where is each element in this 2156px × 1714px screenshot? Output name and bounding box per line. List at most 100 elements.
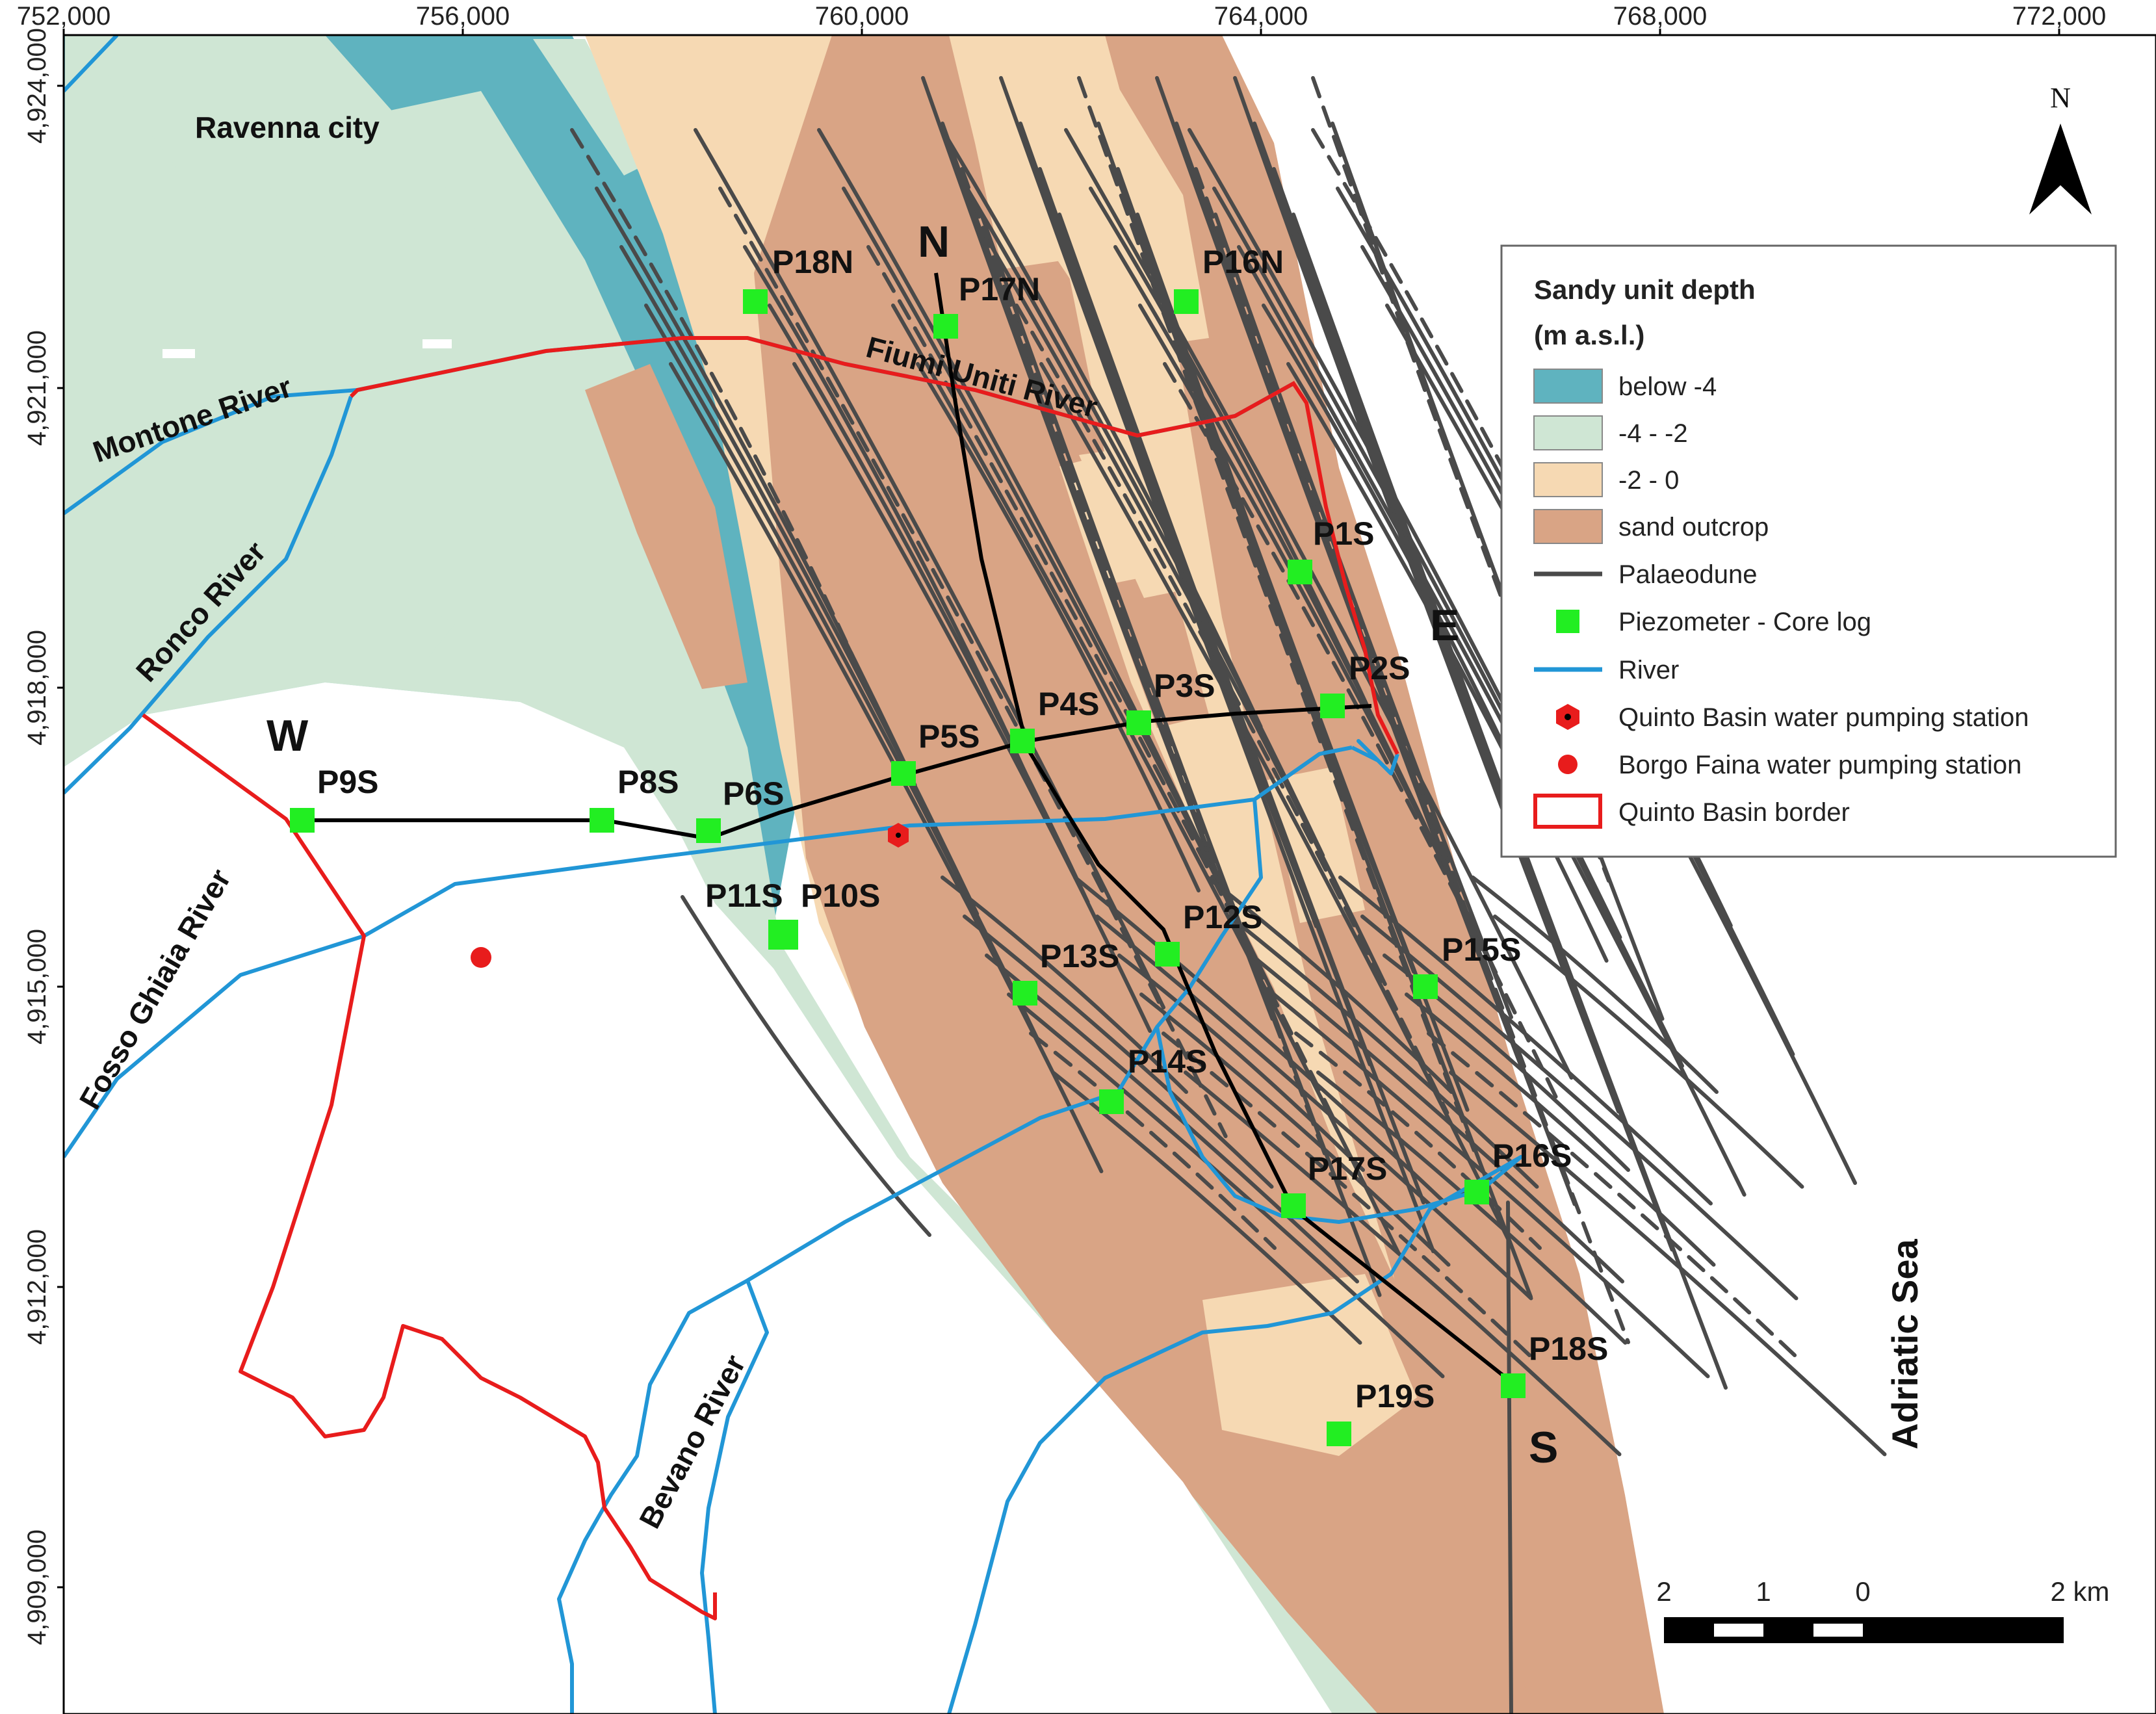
piezometer-label-p18s: P18S <box>1529 1331 1608 1367</box>
palaeodune-line <box>1506 1201 1513 1714</box>
palaeodune-line <box>570 128 855 658</box>
y-tick-2: 4,918,000 <box>23 630 51 746</box>
piezometer-marker-p15s <box>1413 974 1438 999</box>
palaeodune-line <box>1051 1071 1362 1345</box>
piezometer-marker-p5s <box>891 761 916 786</box>
palaeodune-line <box>768 304 1090 904</box>
piezometer-label-p17n: P17N <box>959 271 1040 307</box>
piezometer-label-p5s: P5S <box>918 718 980 755</box>
legend-label-1: -4 - -2 <box>1618 419 1688 448</box>
palaeodune-line <box>1058 213 1425 1204</box>
legend-swatch-below-4 <box>1533 369 1603 404</box>
palaeodune-line <box>718 187 1228 1138</box>
palaeodune-line <box>1212 187 1684 1068</box>
palaeodune-line <box>1095 915 1533 1301</box>
north-arrow-label: N <box>2050 82 2071 114</box>
legend-label-3: sand outcrop <box>1618 513 1769 541</box>
piezometer-label-p16s: P16S <box>1492 1137 1572 1174</box>
x-tick-0: 752,000 <box>17 2 111 31</box>
river-fosso-ghaia <box>64 746 1353 1158</box>
palaeodune-line <box>1089 187 1373 717</box>
section-end-s: S <box>1529 1423 1558 1472</box>
piezometer-label-p15s: P15S <box>1442 931 1521 968</box>
piezometer-marker-p4s <box>1010 729 1035 753</box>
piezometer-label-p19s: P19S <box>1355 1378 1435 1414</box>
palaeodune-line <box>743 245 1028 775</box>
legend-label-7: Quinto Basin water pumping station <box>1618 703 2029 732</box>
palaeodune-line <box>866 245 1338 1126</box>
map-body: P18NP17NP16NP1SP2SP3SP4SP5SP6SP8SP9SP11S… <box>64 35 1925 1714</box>
palaeodune-line <box>694 128 1165 1009</box>
palaeodune-line <box>1073 876 1448 1206</box>
palaeodune-line <box>1338 876 1713 1206</box>
palaeodune-line <box>1427 1032 1801 1362</box>
palaeodune-line <box>980 213 1382 1297</box>
piezometer-marker-p16n <box>1174 289 1199 314</box>
palaeodune-line <box>1139 993 1451 1267</box>
palaeodune-line <box>985 954 1359 1284</box>
adriatic-label: Adriatic Sea <box>1884 1238 1925 1449</box>
legend-label-4: Palaeodune <box>1618 560 1758 589</box>
borgo-faina-pumping-station <box>471 947 491 968</box>
piezometer-marker-p8s <box>590 808 614 833</box>
piezometer-label-p11s: P11S <box>705 877 783 914</box>
piezometer-label-p12s: P12S <box>1183 899 1262 935</box>
river-east-branch <box>1351 739 1399 775</box>
palaeodune-line <box>1162 1032 1536 1362</box>
no-data-zone <box>64 682 1332 1714</box>
piezometer-label-p4s: P4S <box>1038 686 1100 722</box>
white-marks <box>162 339 452 358</box>
piezometer-marker-p2s <box>1320 694 1345 718</box>
y-axis-ticks: 4,924,000 4,921,000 4,918,000 4,915,000 … <box>23 28 64 1645</box>
palaeodune-line <box>595 187 917 787</box>
piezometer-marker-p12s <box>1155 942 1180 967</box>
legend-label-5: Piezometer - Core log <box>1618 608 1871 636</box>
palaeodune-line <box>1228 915 1539 1189</box>
palaeodune-line <box>1331 122 1665 1021</box>
river-montone <box>64 35 119 93</box>
legend-box <box>1500 244 2117 858</box>
river-fosso-branch <box>557 799 1263 1714</box>
legend-label-9: Quinto Basin border <box>1618 798 1850 827</box>
piezometer-label-p18n: P18N <box>772 244 853 280</box>
piezometer-marker-p9s <box>290 808 315 833</box>
palaeodune-line <box>1029 1032 1277 1250</box>
palaeodune-line <box>1493 915 1804 1189</box>
scale-label-2: 0 <box>1855 1576 1870 1607</box>
piezometer-label-p6s: P6S <box>723 775 785 812</box>
palaeodune-line <box>1113 245 1436 846</box>
section-end-e: E <box>1430 601 1459 650</box>
palaeodune-line <box>1117 954 1365 1172</box>
scale-label-3: 2 km <box>2050 1576 2109 1607</box>
river-south-loop <box>947 1026 1523 1714</box>
y-tick-4: 4,912,000 <box>23 1229 51 1345</box>
quinto-pumping-station <box>888 823 909 848</box>
piezometer-marker-p19s <box>1327 1422 1351 1446</box>
palaeodune-line <box>965 187 1325 857</box>
x-tick-1: 756,000 <box>416 2 510 31</box>
palaeodune-line <box>1360 915 1799 1301</box>
legend-subtitle: (m a.s.l.) <box>1534 320 1644 350</box>
x-axis-ticks: 752,000 756,000 760,000 764,000 768,000 … <box>17 2 2106 35</box>
map-frame <box>62 34 2156 1714</box>
palaeodune-line <box>1471 876 1719 1094</box>
y-tick-0: 4,924,000 <box>23 28 51 144</box>
palaeodune-line <box>1449 1071 1887 1457</box>
palaeodunes <box>570 76 1887 1714</box>
basin-border <box>142 713 717 1620</box>
piezometer-label-p10s: P10S <box>801 877 880 914</box>
palaeodune-line <box>792 362 1152 1033</box>
palaeodune-line <box>941 876 1188 1094</box>
palaeodune-line <box>1250 954 1624 1284</box>
palaeodune-line <box>1405 993 1716 1267</box>
palaeodune-line <box>817 128 1214 869</box>
piezometer-label-p17s: P17S <box>1308 1150 1387 1187</box>
section-ns <box>934 272 1516 1386</box>
palaeodune-line <box>1272 993 1710 1379</box>
legend-title: Sandy unit depth <box>1534 274 1756 305</box>
legend-swatch-m4-m2 <box>1533 415 1603 450</box>
legend-swatch-basin-border <box>1533 794 1602 829</box>
legend-label-6: River <box>1618 656 1679 684</box>
palaeodune-line <box>1294 1032 1542 1250</box>
x-tick-4: 768,000 <box>1613 2 1708 31</box>
